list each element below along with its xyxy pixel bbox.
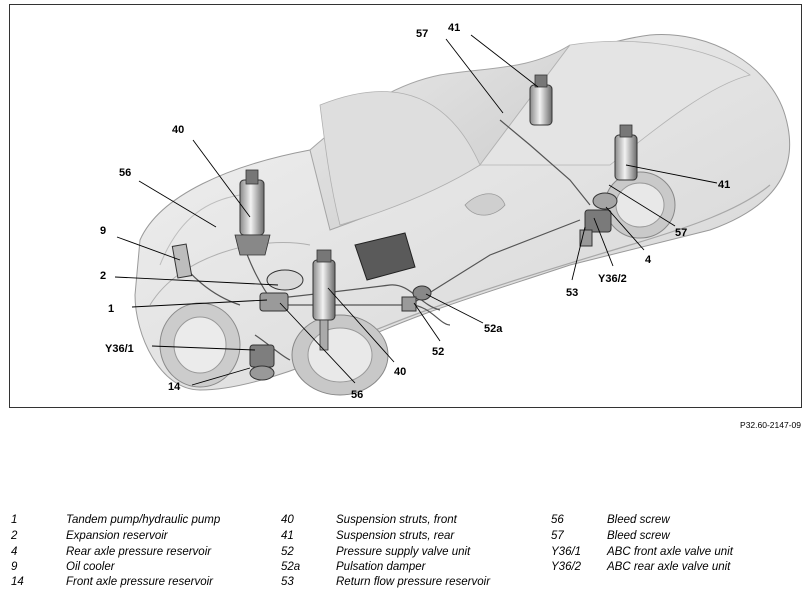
callout-14: 14	[168, 381, 181, 393]
legend-text: Bleed screw	[607, 530, 670, 542]
callout-57-rear: 57	[416, 28, 428, 40]
legend-text: Suspension struts, rear	[336, 530, 455, 542]
legend-text: Oil cooler	[66, 561, 115, 573]
car-illustration: 57 41 40 56 9 2 1 Y36/1 14 56 40 52 52a …	[100, 22, 791, 401]
legend-text: Bleed screw	[607, 514, 670, 526]
callout-40-top: 40	[172, 124, 184, 136]
callout-52a: 52a	[484, 323, 503, 335]
legend-key: 4	[11, 546, 18, 558]
callout-56-top: 56	[119, 167, 131, 179]
car-body	[134, 34, 791, 391]
callout-y36-1: Y36/1	[105, 343, 134, 355]
legend-key: 2	[11, 530, 18, 542]
components	[171, 74, 638, 381]
legend-text: ABC rear axle valve unit	[607, 561, 731, 573]
schematic-figure: 57 41 40 56 9 2 1 Y36/1 14 56 40 52 52a …	[9, 4, 802, 408]
callout-41-right: 41	[718, 179, 730, 191]
legend-key: 1	[11, 514, 18, 526]
callout-53: 53	[566, 287, 578, 299]
callout-40-bottom: 40	[394, 366, 406, 378]
legend-key: Y36/1	[551, 546, 582, 558]
legend-key: 52a	[281, 561, 301, 573]
legend-key: 41	[281, 530, 294, 542]
callout-labels: 57 41 40 56 9 2 1 Y36/1 14 56 40 52 52a …	[100, 22, 730, 401]
callout-57-right: 57	[675, 227, 687, 239]
legend-key: Y36/2	[551, 561, 582, 573]
figure-code: P32.60-2147-09	[740, 420, 801, 430]
callout-1: 1	[108, 303, 114, 315]
legend-key: 40	[281, 514, 294, 526]
callout-9: 9	[100, 225, 106, 237]
legend-text: Return flow pressure reservoir	[336, 576, 491, 588]
legend-key: 52	[281, 546, 294, 558]
legend-text: Expansion reservoir	[66, 530, 168, 542]
legend-text: Front axle pressure reservoir	[66, 576, 213, 588]
legend-key: 14	[11, 576, 24, 588]
legend-text: Pressure supply valve unit	[336, 546, 471, 558]
leader-lines	[114, 34, 718, 386]
legend-text: ABC front axle valve unit	[607, 546, 733, 558]
legend-text: Pulsation damper	[336, 561, 426, 573]
legend-text: Tandem pump/hydraulic pump	[66, 514, 221, 526]
callout-4: 4	[645, 254, 652, 266]
callout-52: 52	[432, 346, 444, 358]
legend-key: 56	[551, 514, 564, 526]
legend-key: 57	[551, 530, 564, 542]
callout-41-rear-top: 41	[448, 22, 460, 34]
legend-key: 53	[281, 576, 294, 588]
callout-y36-2: Y36/2	[598, 273, 627, 285]
legend-text: Suspension struts, front	[336, 514, 457, 526]
legend-key: 9	[11, 561, 18, 573]
callout-56-bottom: 56	[351, 389, 363, 401]
callout-2: 2	[100, 270, 106, 282]
legend-text: Rear axle pressure reservoir	[66, 546, 212, 558]
legend: 1 Tandem pump/hydraulic pump 2 Expansion…	[0, 514, 812, 598]
